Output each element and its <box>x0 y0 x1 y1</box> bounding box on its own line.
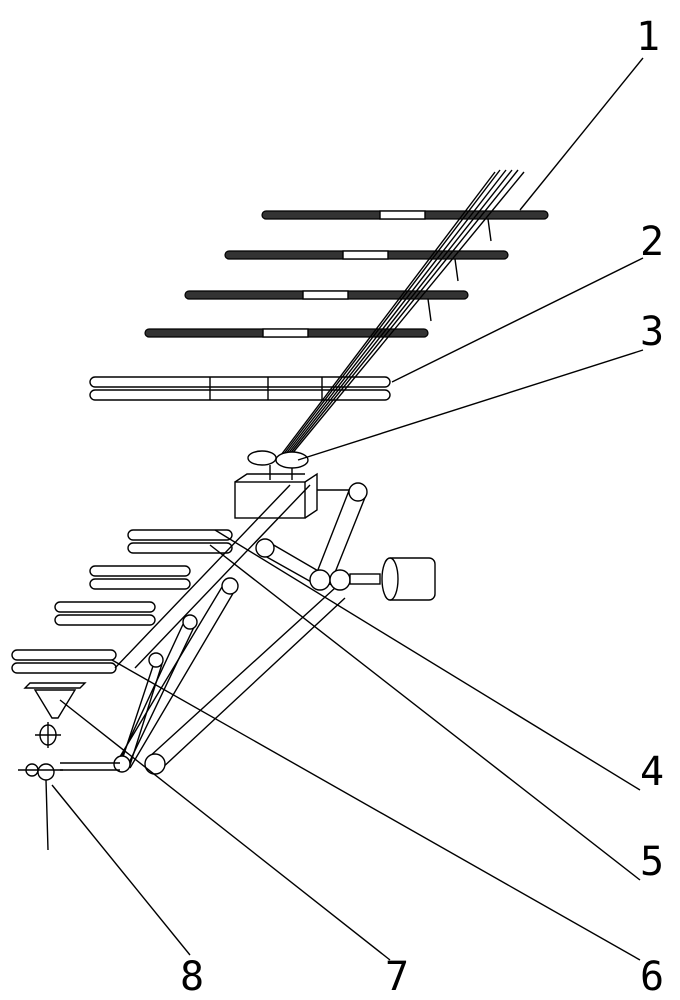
label-3: 3 <box>640 309 664 355</box>
belt-drive <box>60 482 436 775</box>
guide-rods <box>89 376 391 401</box>
label-2: 2 <box>640 219 664 265</box>
yarn-bundle <box>280 169 525 456</box>
label-4: 4 <box>640 749 664 795</box>
label-8: 8 <box>180 954 204 1000</box>
convergence-rollers <box>234 450 357 519</box>
spinning-unit <box>18 682 87 851</box>
label-1: 1 <box>636 14 660 60</box>
label-5: 5 <box>640 839 664 885</box>
drafting-rollers <box>11 484 311 674</box>
label-6: 6 <box>640 954 664 1000</box>
label-7: 7 <box>385 954 409 1000</box>
leader-lines <box>51 57 644 961</box>
creel-rods <box>144 210 549 338</box>
